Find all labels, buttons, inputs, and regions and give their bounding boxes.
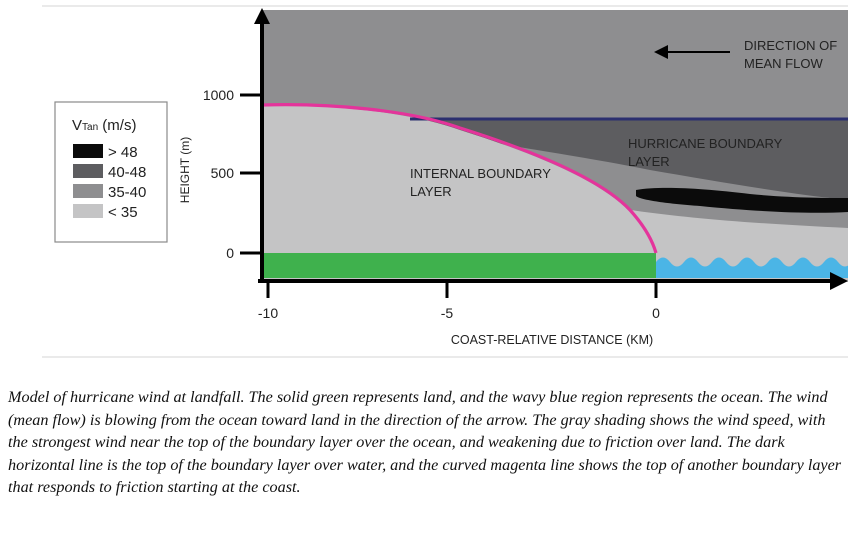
internal-boundary-layer-region [262,105,656,253]
hbl-label-line1: HURRICANE BOUNDARY [628,136,783,151]
legend-swatch-35-40 [73,184,103,198]
x-axis-label: COAST-RELATIVE DISTANCE (KM) [451,333,653,347]
y-axis-ticks: 1000 500 0 [203,87,262,261]
y-tick-label-500: 500 [211,165,235,181]
legend-title-unit: (m/s) [98,117,136,134]
ocean-surface [656,257,848,278]
legend-swatch-gt48 [73,144,103,158]
hurricane-boundary-layer-band [410,118,848,200]
landfall-figure: 1000 500 0 HEIGHT (m) -10 -5 0 COAST-REL… [42,5,848,358]
ibl-label-line2: LAYER [410,184,452,199]
internal-boundary-layer-top [262,103,658,254]
legend-label-gt48: > 48 [108,144,138,161]
ibl-label-line1: INTERNAL BOUNDARY [410,166,551,181]
y-tick-label-0: 0 [226,245,234,261]
x-tick-label-0: 0 [652,305,660,321]
y-axis-arrowhead [254,8,270,24]
figure-caption: Model of hurricane wind at landfall. The… [8,388,842,497]
legend-title-v: V [72,117,82,134]
land-surface [262,253,656,278]
y-tick-label-1000: 1000 [203,87,234,103]
coastal-weak-wind-region [656,230,848,253]
wind-speed-legend: VTan (m/s) > 48 40-48 35-40 < 35 [54,101,168,243]
legend-label-40-48: 40-48 [108,164,146,181]
legend-title-sub: Tan [82,122,98,133]
arrow-head [654,45,668,59]
landfall-diagram: 1000 500 0 HEIGHT (m) -10 -5 0 COAST-REL… [42,5,848,358]
x-tick-label--5: -5 [441,305,454,321]
hbl-label-line2: LAYER [628,154,670,169]
legend-swatch-40-48 [73,164,103,178]
x-axis-arrowhead [830,272,848,290]
legend-label-lt35: < 35 [108,204,138,221]
legend-title: VTan (m/s) [72,117,136,134]
direction-label-line2: MEAN FLOW [744,56,823,71]
max-wind-jet-core [636,187,848,213]
direction-label-line1: DIRECTION OF [744,38,837,53]
x-axis-ticks: -10 -5 0 [258,281,660,321]
x-tick-label--10: -10 [258,305,278,321]
legend-swatch-lt35 [73,204,103,218]
legend-label-35-40: 35-40 [108,184,146,201]
mean-flow-arrow [654,45,730,59]
y-axis-label: HEIGHT (m) [178,137,192,203]
